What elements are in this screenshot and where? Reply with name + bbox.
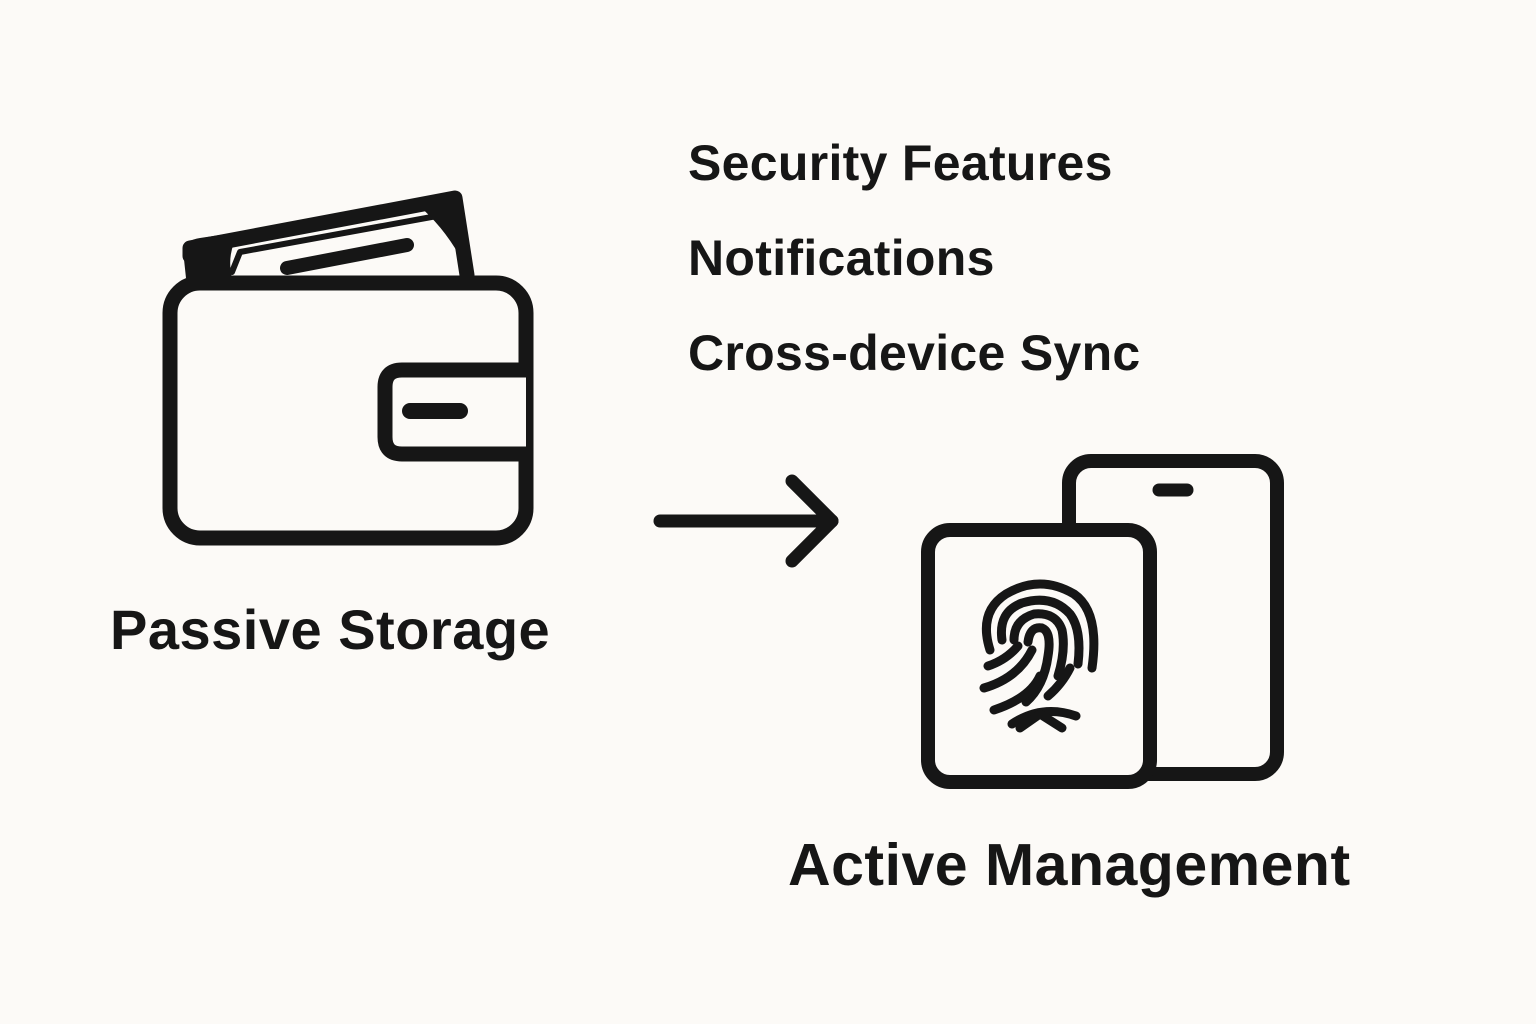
feature-item: Security Features [688, 135, 1113, 191]
feature-item: Notifications [688, 230, 995, 286]
wallet-icon [162, 190, 534, 546]
source-label: Passive Storage [110, 598, 551, 661]
feature-item: Cross-device Sync [688, 325, 1141, 381]
phone-fingerprint-icon [921, 454, 1284, 789]
feature-list: Security Features Notifications Cross-de… [688, 138, 1141, 423]
target-label: Active Management [788, 832, 1351, 898]
arrow-right-icon [653, 474, 839, 568]
